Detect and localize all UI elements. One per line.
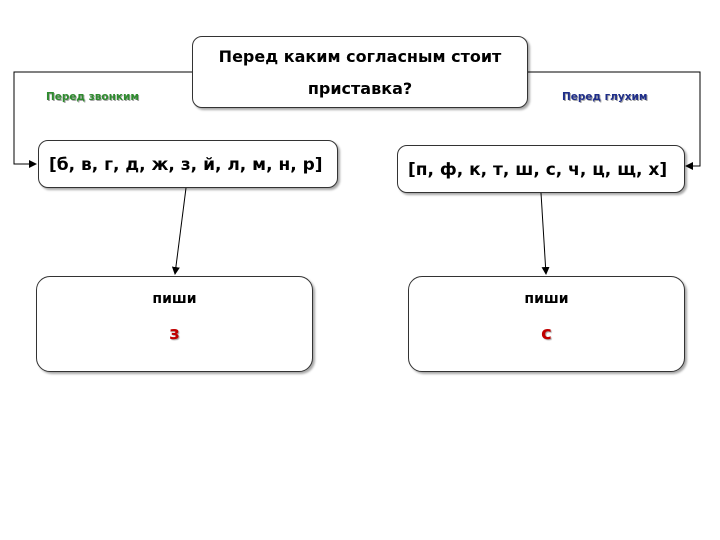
voiced-consonants-box: [б, в, г, д, ж, з, й, л, м, н, р] — [38, 140, 338, 188]
branch-label-voiceless: Перед глухим — [562, 91, 648, 103]
write-label-voiced: пиши — [152, 291, 197, 307]
question-box: Перед каким согласным стоит приставка? — [192, 36, 528, 108]
connector-question-to-voiced — [13, 71, 192, 168]
result-box-voiced: пиши з — [36, 276, 313, 372]
connector-voiced-to-result — [171, 187, 187, 275]
voiceless-consonants-list: [п, ф, к, т, ш, с, ч, ц, щ, х] — [408, 160, 668, 180]
branch-label-voiced: Перед звонким — [46, 91, 139, 103]
result-letter-voiced: з — [169, 323, 180, 344]
connector-voiceless-to-result — [540, 192, 550, 275]
connector-question-to-voiceless — [528, 71, 701, 170]
result-letter-voiceless: с — [541, 323, 552, 344]
voiceless-consonants-box: [п, ф, к, т, ш, с, ч, ц, щ, х] — [397, 145, 685, 193]
result-box-voiceless: пиши с — [408, 276, 685, 372]
question-line-2: приставка? — [307, 79, 413, 98]
write-label-voiceless: пиши — [524, 291, 569, 307]
question-line-1: Перед каким согласным стоит — [218, 47, 502, 66]
voiced-consonants-list: [б, в, г, д, ж, з, й, л, м, н, р] — [49, 155, 323, 175]
